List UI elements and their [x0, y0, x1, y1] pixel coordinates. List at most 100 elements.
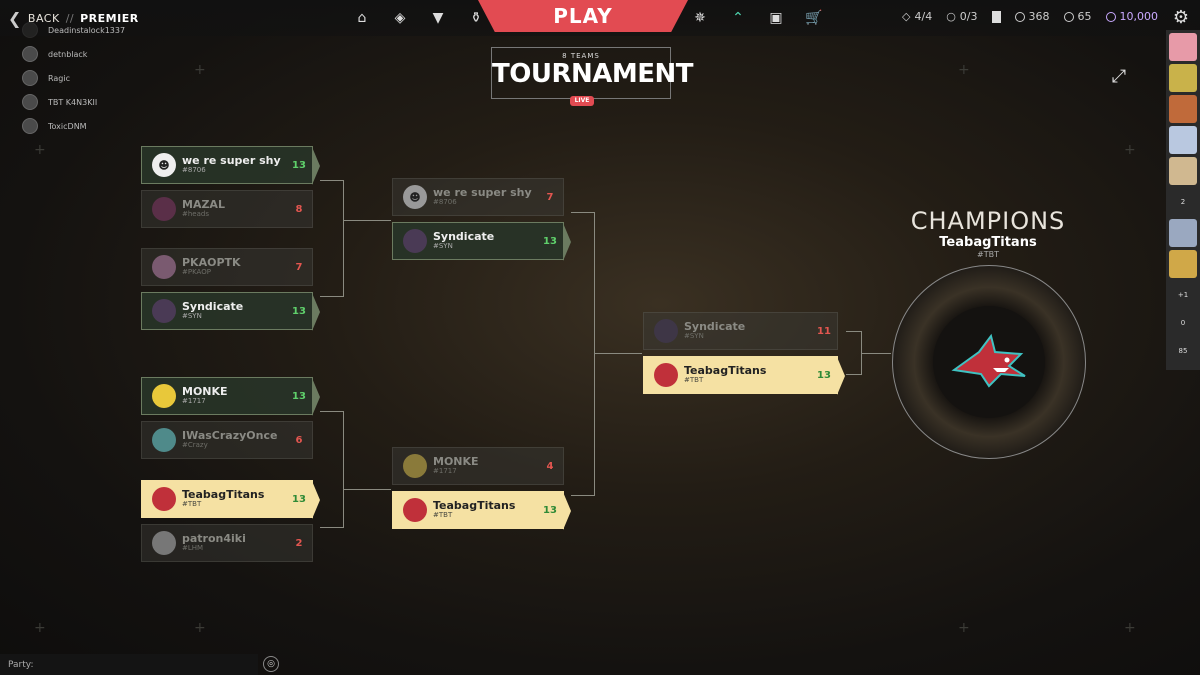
- bracket-line: [320, 527, 344, 528]
- team-score: 13: [292, 159, 306, 171]
- bracket-line: [320, 180, 344, 181]
- team-tag: #1717: [182, 397, 206, 406]
- breadcrumb-separator: //: [65, 12, 75, 25]
- match-slot[interactable]: patron4iki#LHM 2: [141, 524, 313, 562]
- match-slot[interactable]: ☻ we re super shy#8706 13: [141, 146, 320, 185]
- nav-left: ⌂ ◈ ▼ ⚱: [352, 8, 486, 28]
- shark-logo-icon: [654, 363, 678, 387]
- friend-item[interactable]: TBT K4N3KII: [22, 90, 142, 114]
- shark-logo-icon: [403, 498, 427, 522]
- shark-logo-icon: [951, 333, 1026, 388]
- avatar: [22, 70, 38, 86]
- premier-icon[interactable]: ⌃: [732, 10, 744, 26]
- avatar[interactable]: [1169, 250, 1197, 278]
- champions-label: CHAMPIONS: [910, 207, 1066, 235]
- team-tag: #TBT: [684, 376, 704, 385]
- friend-item[interactable]: ToxicDNM: [22, 114, 142, 138]
- bracket-line: [594, 212, 595, 496]
- match-slot[interactable]: ☻ we re super shy#8706 7: [392, 178, 564, 216]
- friend-item[interactable]: Deadinstalock1337: [22, 18, 142, 42]
- bracket-line: [320, 296, 344, 297]
- team-tag: #TBT: [182, 500, 202, 509]
- winner-arrow: [312, 378, 320, 416]
- team-score: 11: [817, 325, 831, 337]
- plus-marker: +: [1124, 142, 1136, 158]
- daily-counter[interactable]: ○ 0/3: [946, 10, 978, 23]
- plus-marker: +: [194, 62, 206, 78]
- expand-icon[interactable]: ⤢: [1111, 66, 1127, 87]
- page-title: TOURNAMENT: [492, 59, 693, 89]
- team-tag: #1717: [433, 467, 457, 476]
- plus-marker: +: [34, 142, 46, 158]
- team-score: 13: [817, 369, 831, 381]
- rail-count: 85: [1178, 347, 1188, 355]
- play-button[interactable]: PLAY: [478, 0, 688, 32]
- kingdom-credits[interactable]: 10,000: [1105, 10, 1158, 23]
- bracket-line: [343, 411, 344, 528]
- party-label: Party:: [8, 660, 34, 670]
- champions-header: CHAMPIONS TeabagTitans #TBT: [896, 207, 1080, 259]
- match-slot[interactable]: MAZAL#heads 8: [141, 190, 313, 228]
- team-tag: #SYN: [684, 332, 704, 341]
- match-slot[interactable]: PKAOPTK#PKAOP 7: [141, 248, 313, 286]
- career-icon[interactable]: ◈: [394, 10, 406, 26]
- trophy-icon[interactable]: ⚱: [470, 10, 482, 26]
- store-icon[interactable]: 🛒: [805, 10, 823, 26]
- team-name: we re super shy: [182, 154, 281, 168]
- match-slot[interactable]: TeabagTitans#TBT 13: [141, 480, 320, 519]
- team-tag: #8706: [433, 198, 457, 207]
- battlepass-icon[interactable]: ✵: [694, 10, 706, 26]
- match-slot[interactable]: Syndicate#SYN 13: [141, 292, 320, 331]
- live-badge: LIVE: [570, 96, 594, 106]
- match-slot[interactable]: Syndicate#SYN 11: [643, 312, 838, 350]
- winner-arrow: [312, 293, 320, 331]
- bracket-line: [846, 374, 862, 375]
- match-slot[interactable]: MONKE#1717 4: [392, 447, 564, 485]
- avatar[interactable]: [1169, 157, 1197, 185]
- friend-item[interactable]: Ragic: [22, 66, 142, 90]
- avatar[interactable]: [1169, 126, 1197, 154]
- team-score: 13: [543, 235, 557, 247]
- nav-right: ✵ ⌃ ▣ 🛒: [690, 8, 824, 28]
- team-tag: #8706: [182, 166, 206, 175]
- party-add-button[interactable]: +1: [1177, 291, 1189, 299]
- collection-icon[interactable]: ▣: [769, 10, 783, 26]
- play-label: PLAY: [553, 4, 613, 28]
- match-slot[interactable]: TeabagTitans#TBT 13: [392, 491, 571, 530]
- champion-tag: #TBT: [977, 250, 999, 259]
- card-counter[interactable]: [991, 10, 1001, 23]
- avatar[interactable]: [1169, 33, 1197, 61]
- matches-counter[interactable]: ◇ 4/4: [902, 10, 933, 23]
- team-tag: #PKAOP: [182, 268, 211, 277]
- matches-icon: ◇: [902, 10, 911, 23]
- chevron-left-icon[interactable]: ❮: [8, 9, 22, 28]
- match-slot[interactable]: MONKE#1717 13: [141, 377, 320, 416]
- team-name: TeabagTitans: [433, 499, 516, 513]
- gear-icon[interactable]: ⚙: [1172, 6, 1190, 28]
- winner-arrow: [312, 481, 320, 519]
- agents-icon[interactable]: ▼: [432, 10, 444, 26]
- top-bar: ❮ BACK // PREMIER ⌂ ◈ ▼ ⚱ PLAY ✵ ⌃ ▣ 🛒 ◇…: [0, 0, 1200, 36]
- team-tag: #SYN: [182, 312, 202, 321]
- match-slot[interactable]: TeabagTitans#TBT 13: [643, 356, 845, 395]
- match-slot[interactable]: IWasCrazyOnce#Crazy 6: [141, 421, 313, 459]
- valorant-points[interactable]: 368: [1014, 10, 1050, 23]
- radianite-points[interactable]: 65: [1063, 10, 1092, 23]
- rat-logo-icon: [654, 319, 678, 343]
- team-name: TeabagTitans: [684, 364, 767, 378]
- mouse-logo-icon: [152, 531, 176, 555]
- chat-icon[interactable]: ◎: [263, 656, 279, 672]
- friend-item[interactable]: detnblack: [22, 42, 142, 66]
- back-link[interactable]: BACK: [27, 12, 60, 25]
- rat-logo-icon: [403, 229, 427, 253]
- avatar[interactable]: [1169, 64, 1197, 92]
- bracket-line: [594, 353, 642, 354]
- party-chat-input[interactable]: Party:: [0, 654, 258, 675]
- team-score: 13: [292, 305, 306, 317]
- avatar[interactable]: [1169, 219, 1197, 247]
- ghost-logo-icon: ☻: [403, 185, 427, 209]
- home-icon[interactable]: ⌂: [357, 10, 367, 26]
- banana-logo-icon: [403, 454, 427, 478]
- match-slot[interactable]: Syndicate#SYN 13: [392, 222, 571, 261]
- avatar[interactable]: [1169, 95, 1197, 123]
